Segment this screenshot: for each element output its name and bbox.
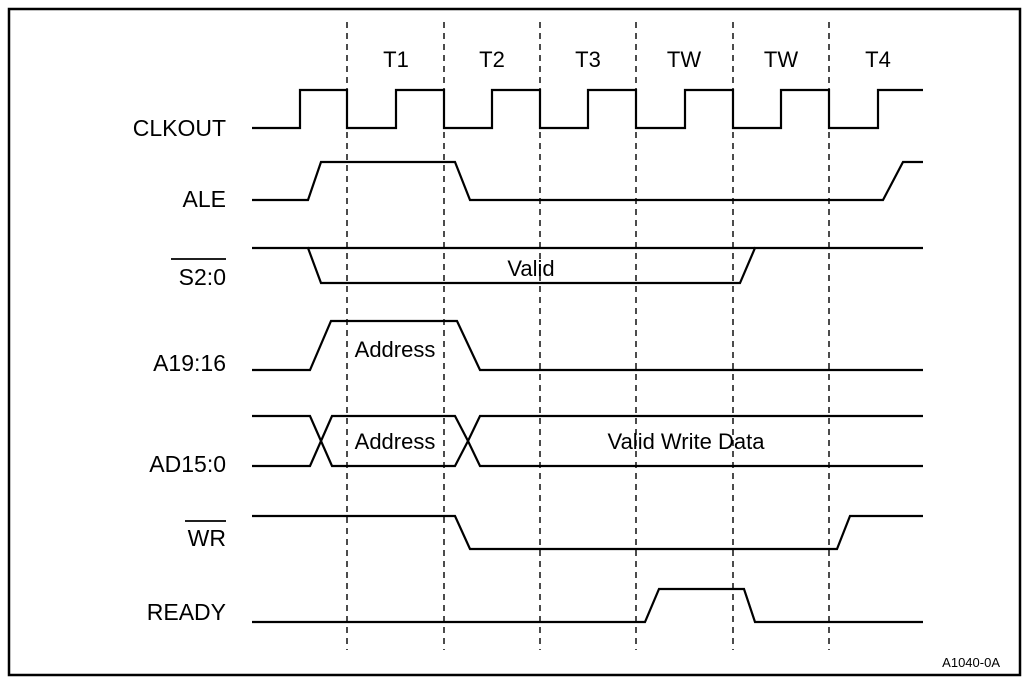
s2-0-waveform — [252, 246, 923, 285]
state-label-t1: T1 — [383, 47, 409, 72]
a19-16-bus-text: Address — [355, 337, 436, 362]
state-label-t2: T2 — [479, 47, 505, 72]
a19-16-waveform — [252, 319, 923, 372]
ad15-0-upper-path — [252, 414, 923, 468]
s2-0-valid-region — [252, 246, 923, 285]
s2-0-bus-text: Valid — [507, 256, 554, 281]
clkout-waveform — [252, 88, 923, 130]
wr-waveform — [252, 514, 923, 551]
ad15-0-lower-path — [252, 414, 923, 468]
ale-waveform — [252, 160, 923, 202]
figure-id: A1040-0A — [942, 655, 1000, 670]
signal-label-a19-16: A19:16 — [153, 350, 226, 376]
ad15-0-data-text: Valid Write Data — [608, 429, 766, 454]
signal-label-ready: READY — [147, 599, 226, 625]
state-label-tw2: TW — [764, 47, 798, 72]
signal-label-s2-0: S2:0 — [179, 264, 226, 290]
signal-labels: CLKOUT ALE S2:0 A19:16 AD15:0 WR READY — [133, 115, 226, 625]
ad15-0-waveform — [252, 414, 923, 468]
state-label-tw1: TW — [667, 47, 701, 72]
signal-label-ale: ALE — [183, 186, 226, 212]
state-label-t4: T4 — [865, 47, 891, 72]
ad15-0-address-text: Address — [355, 429, 436, 454]
signal-label-wr: WR — [188, 525, 226, 551]
state-labels: T1 T2 T3 TW TW T4 — [383, 47, 891, 72]
ready-waveform — [252, 587, 923, 624]
diagram-border — [7, 7, 1022, 677]
signal-label-ad15-0: AD15:0 — [149, 451, 226, 477]
signal-label-clkout: CLKOUT — [133, 115, 226, 141]
state-label-t3: T3 — [575, 47, 601, 72]
